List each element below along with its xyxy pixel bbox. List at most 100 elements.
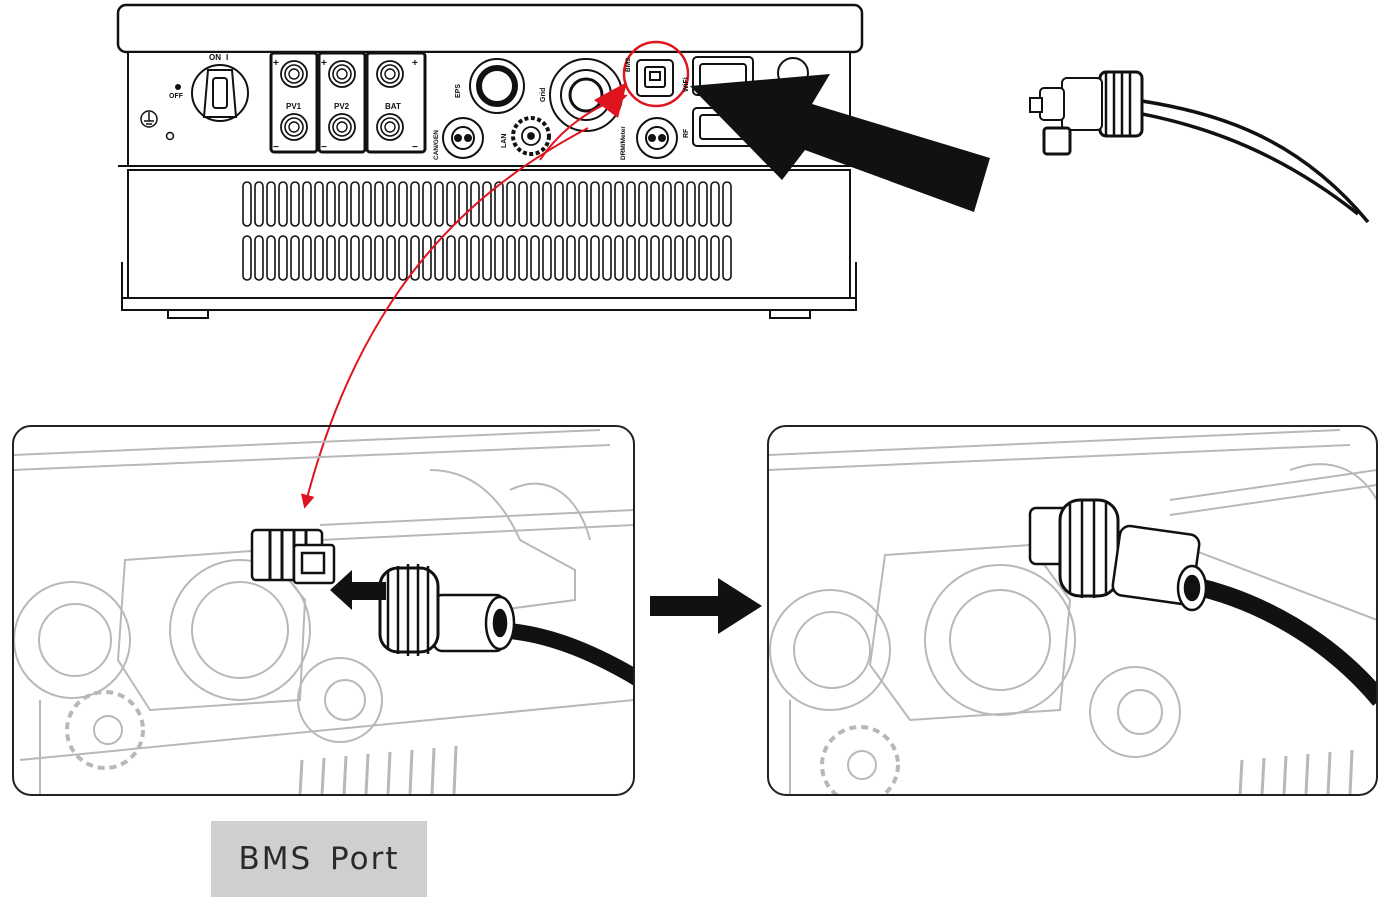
vent-slot — [482, 235, 492, 281]
detail-panel-after — [767, 425, 1378, 796]
bms-label: BMS — [625, 57, 632, 72]
vent-slot — [458, 235, 468, 281]
vent-slot — [710, 181, 720, 227]
vent-slot — [398, 235, 408, 281]
next-step-arrow — [650, 578, 762, 634]
vent-slot — [602, 235, 612, 281]
vent-slot — [422, 181, 432, 227]
vent-slot — [590, 181, 600, 227]
red-pointer-line-down — [300, 127, 589, 509]
panel-frame-left — [12, 425, 635, 796]
vent-slot — [434, 235, 444, 281]
vent-slot — [494, 235, 504, 281]
vent-slot — [314, 181, 324, 227]
bms-port[interactable] — [636, 59, 674, 97]
off-dot — [175, 84, 181, 90]
vent-slot — [266, 181, 276, 227]
eps-port[interactable] — [469, 58, 525, 114]
vent-slot — [554, 181, 564, 227]
bat-plus: + — [412, 58, 418, 69]
vent-slot — [386, 235, 396, 281]
vent-slot — [722, 181, 732, 227]
dc-switch[interactable] — [191, 64, 249, 122]
mc4-terminal-ring — [288, 121, 300, 133]
vent-slot — [326, 181, 336, 227]
vent-slot — [554, 235, 564, 281]
pv2-plus: + — [321, 58, 327, 69]
vent-slot — [266, 235, 276, 281]
vent-slot — [506, 181, 516, 227]
panel-frame-right — [767, 425, 1378, 796]
insert-arrow-small — [330, 570, 386, 610]
switch-off-label: OFF — [169, 93, 184, 100]
ground-symbol — [140, 110, 158, 128]
pv1-label: PV1 — [286, 102, 302, 111]
pv1-plus: + — [273, 58, 279, 69]
switch-on-mark: I — [226, 53, 228, 62]
vent-slot — [326, 235, 336, 281]
vent-slot — [410, 235, 420, 281]
vent-slot — [374, 235, 384, 281]
vent-slot — [662, 181, 672, 227]
lan-port[interactable] — [511, 116, 551, 156]
vent-slot — [566, 181, 576, 227]
vent-slot — [278, 181, 288, 227]
drm-meter-port[interactable] — [636, 117, 678, 159]
vent-slot — [530, 181, 540, 227]
eps-label: EPS — [455, 84, 462, 98]
drm-meter-label: DRM/Meter — [620, 126, 627, 160]
vent-slot — [362, 235, 372, 281]
vent-slot — [254, 235, 264, 281]
ventilation-slots — [242, 181, 732, 281]
vent-slot — [242, 235, 252, 281]
vent-slot — [302, 235, 312, 281]
vent-slot — [626, 181, 636, 227]
vent-slot — [446, 235, 456, 281]
red-pointer-head — [594, 82, 627, 118]
vent-slot — [650, 235, 660, 281]
can-gen-port[interactable] — [442, 117, 484, 159]
bms-cable-connector-top — [1029, 70, 1370, 224]
vent-slot — [674, 235, 684, 281]
mc4-terminal-ring — [336, 68, 348, 80]
vent-slot — [410, 181, 420, 227]
vent-slot — [698, 181, 708, 227]
vent-slot — [530, 235, 540, 281]
vent-slot — [638, 235, 648, 281]
vent-slot — [542, 235, 552, 281]
vent-slot — [590, 235, 600, 281]
caption-text: BMS Port — [238, 841, 400, 877]
vent-slot — [446, 181, 456, 227]
vent-slot — [386, 181, 396, 227]
mc4-terminal-ring — [384, 68, 396, 80]
vent-slot — [362, 181, 372, 227]
vent-slot — [710, 235, 720, 281]
mc4-terminal-ring — [288, 68, 300, 80]
vent-slot — [650, 181, 660, 227]
bat-minus: − — [412, 142, 418, 153]
vent-slot — [374, 181, 384, 227]
vent-slot — [686, 235, 696, 281]
mc4-terminal-ring — [336, 121, 348, 133]
lan-label: LAN — [501, 134, 508, 148]
vent-slot — [398, 181, 408, 227]
vent-slot — [602, 181, 612, 227]
vent-slot — [578, 181, 588, 227]
detail-panel-before — [12, 425, 635, 796]
vent-slot — [290, 181, 300, 227]
vent-slot — [686, 181, 696, 227]
vent-slot — [614, 181, 624, 227]
vent-slot — [614, 235, 624, 281]
vent-slot — [338, 181, 348, 227]
vent-slot — [350, 235, 360, 281]
pv1-minus: − — [273, 142, 279, 153]
vent-slot — [302, 181, 312, 227]
vent-slot — [434, 181, 444, 227]
vent-slot — [626, 235, 636, 281]
insert-direction-arrow — [690, 74, 990, 212]
vent-slot — [518, 181, 528, 227]
vent-slot — [542, 181, 552, 227]
mc4-terminal-ring — [384, 121, 396, 133]
can-gen-label: CAN/GEN — [433, 130, 440, 160]
